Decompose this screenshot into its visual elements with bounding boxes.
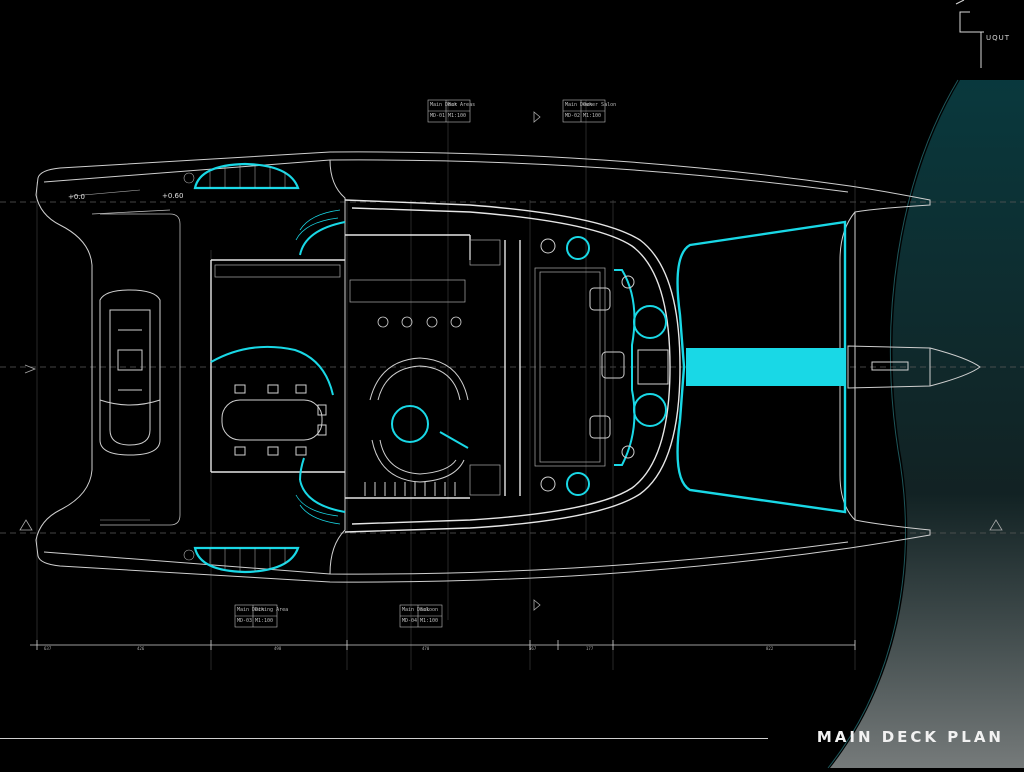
bow-probe [847,345,981,389]
tag-3-deck: Main Deck [237,607,265,613]
tag-1-room: Bar Areas [448,102,476,108]
dimension-label: 498 [274,646,282,651]
dimension-label: 426 [137,646,145,651]
side-stairs [193,162,300,574]
aft-bay [91,209,181,526]
tag-2-room: Owner Salon [583,102,617,108]
dimension-label: 177 [586,646,594,651]
fore-deck [676,220,847,514]
brand-logo-text: UQUT [986,34,1011,42]
bar-stools [377,316,462,328]
tag-4-code: MD-04 [402,618,418,624]
dimension-label: 567 [529,646,537,651]
tag-4-ref: M1:100 [420,618,439,624]
room-tag-boxes [234,99,606,628]
dimension-label: 470 [422,646,430,651]
interior-walls [210,199,681,533]
tag-3-ref: M1:100 [255,618,274,624]
lounge-seating [369,357,469,483]
dimension-label: 822 [766,646,774,651]
brand-logo [955,0,984,68]
tag-1-deck: Main Deck [430,102,458,108]
tag-1-ref: M1:100 [448,113,467,119]
tag-1-code: MD-01 [430,113,446,119]
interior-accents [210,221,667,513]
guide-lines [0,201,1024,534]
level-aft-value: 0.0 [73,193,86,201]
tag-2-deck: Main Deck [565,102,593,108]
level-mid-value: 0.60 [167,192,184,200]
tag-4-room: Saloon [420,607,439,613]
title-rule [0,738,768,739]
stair-treads [364,482,456,496]
background-swoosh [830,80,1024,768]
tag-3-code: MD-03 [237,618,253,624]
fore-deck-walkway [686,348,844,386]
dimension-line [30,640,856,650]
section-markers [19,111,1003,611]
tag-3-room: Dining Area [255,607,289,613]
dining-table [221,384,327,456]
level-marker-aft: +0.0 [68,193,86,201]
background-swoosh-edge [827,79,959,769]
page-title: MAIN DECK PLAN [816,728,1004,746]
level-marker-mid: +0.60 [162,192,184,200]
tag-2-ref: M1:100 [583,113,602,119]
dimension-label: 637 [44,646,52,651]
tender-boat [99,289,161,456]
tag-2-code: MD-02 [565,113,581,119]
helm-chairs [540,238,669,492]
tag-4-deck: Main Deck [402,607,430,613]
